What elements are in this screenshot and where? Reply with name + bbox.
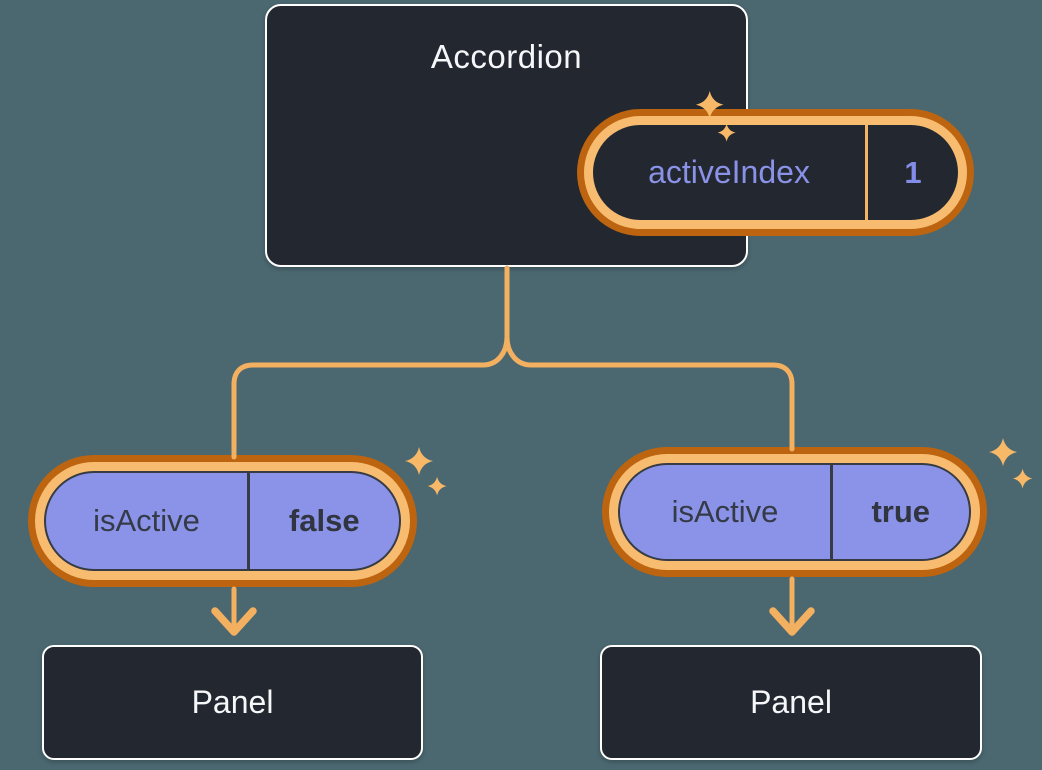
prop-pill-isactive-true: isActive true (618, 463, 971, 561)
state-pill-value: 1 (904, 154, 922, 190)
prop-pill-value: true (871, 494, 931, 529)
pill-divider (865, 125, 868, 220)
panel-node-right: Panel (600, 645, 982, 760)
accordion-title: Accordion (430, 38, 583, 75)
connector-branch-left (231, 334, 510, 460)
arrowheads (211, 607, 815, 636)
prop-pill-label: isActive (671, 494, 779, 529)
state-pill-label: activeIndex (648, 154, 810, 190)
panel-label: Panel (750, 684, 832, 720)
sparkle-icon (988, 437, 1018, 467)
accordion-node: Accordion activeIndex 1 (265, 4, 958, 267)
prop-pill-value: false (288, 503, 360, 538)
panel-node-left: Panel (42, 645, 423, 760)
panel-label: Panel (191, 684, 274, 720)
state-pill: activeIndex 1 (593, 125, 958, 220)
prop-pill-isactive-false: isActive false (44, 471, 401, 571)
prop-pill-label: isActive (93, 503, 200, 538)
tree-connector-lines (231, 265, 795, 631)
sparkle-icon (404, 446, 434, 476)
sparkle-icon (1012, 468, 1033, 489)
pill-divider (247, 473, 250, 569)
connector-branch-right (504, 334, 795, 452)
arrow-down-icon (769, 607, 815, 636)
sparkle-icon (427, 476, 447, 496)
pill-divider (830, 465, 833, 559)
arrow-down-icon (211, 607, 257, 636)
